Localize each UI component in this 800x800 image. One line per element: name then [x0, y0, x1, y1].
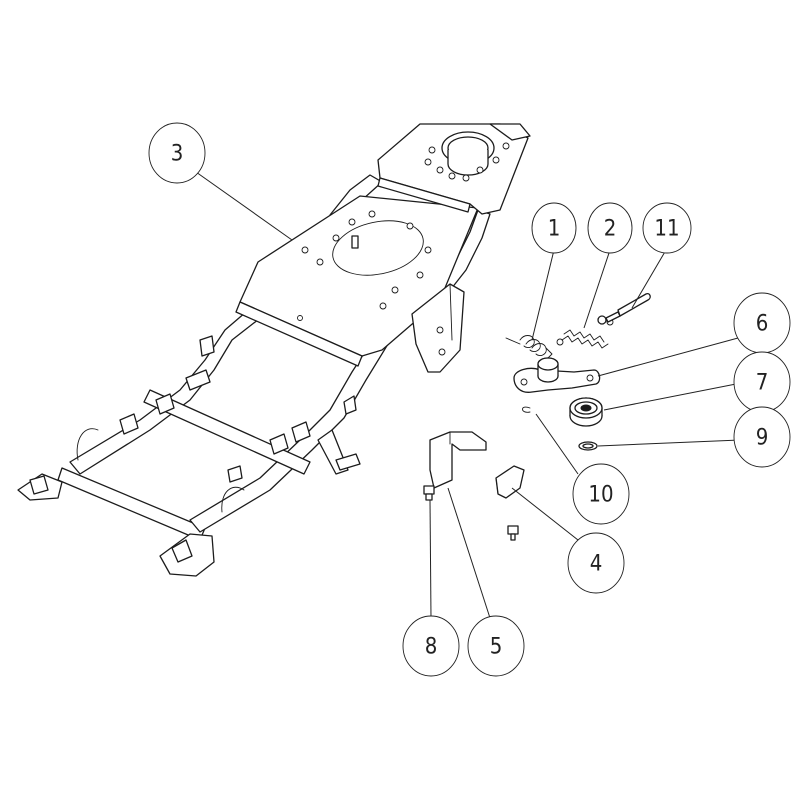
part-bolt-small [507, 525, 519, 541]
part-small-bracket [495, 465, 525, 499]
callout-label: 4 [590, 552, 603, 577]
callout-7: 7 [733, 351, 791, 413]
callout-label: 11 [654, 217, 679, 242]
callout-5: 5 [467, 615, 525, 677]
callout-label: 1 [548, 217, 561, 242]
part-bracket [429, 431, 487, 489]
callout-label: 10 [588, 483, 613, 508]
callout-label: 3 [171, 142, 184, 167]
part-extension-spring [556, 318, 614, 349]
main-frame [17, 123, 531, 577]
part-idler-arm [513, 357, 601, 393]
part-washer [578, 441, 598, 451]
leader-lines [195, 171, 741, 619]
callout-8: 8 [402, 615, 460, 677]
callout-label: 6 [756, 312, 769, 337]
part-cable [597, 292, 651, 325]
callout-9: 9 [733, 406, 791, 468]
callout-label: 9 [756, 426, 769, 451]
callout-label: 5 [490, 635, 503, 660]
part-e-clip [522, 406, 531, 413]
callout-label: 2 [604, 217, 617, 242]
part-bolt [423, 485, 435, 501]
callout-label: 7 [756, 371, 769, 396]
callout-4: 4 [567, 532, 625, 594]
callout-1: 1 [531, 202, 577, 254]
callout-2: 2 [587, 202, 633, 254]
callout-3: 3 [148, 122, 206, 184]
callout-6: 6 [733, 292, 791, 354]
callout-label: 8 [425, 635, 438, 660]
part-torsion-spring [505, 335, 553, 359]
callout-11: 11 [642, 202, 692, 254]
callout-10: 10 [572, 463, 630, 525]
part-idler-pulley [569, 397, 603, 427]
